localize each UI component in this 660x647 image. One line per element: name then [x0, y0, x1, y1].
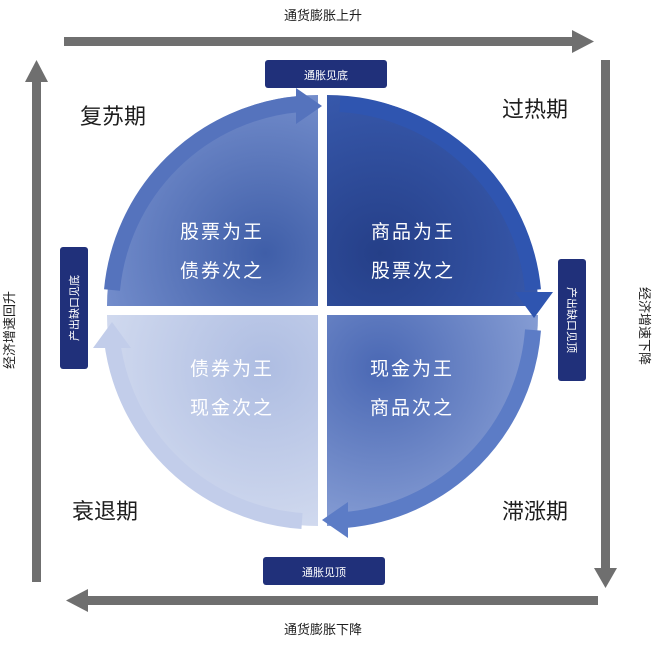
arrow-left-label: 经济增速回升 [3, 291, 18, 369]
badge-left-label: 产出缺口见底 [67, 275, 81, 341]
cycle-arrow-overheat-head [515, 292, 553, 318]
badge-top-label: 通胀见底 [304, 68, 348, 82]
badge-left: 产出缺口见底 [60, 247, 88, 369]
cycle-arrow-recovery [104, 96, 301, 291]
arrow-right-label: 经济增速下降 [636, 287, 651, 365]
cycle-arrow-overheat [339, 96, 541, 291]
cycle-arrow-recession-head [93, 322, 131, 348]
stagflation-line1: 现金为王 [370, 358, 454, 380]
phase-recovery: 复苏期 [80, 105, 146, 130]
overheat-line1: 商品为王 [371, 221, 455, 243]
quadrant-stagflation [327, 315, 538, 526]
axis-arrows [25, 30, 617, 612]
cycle-arrows [93, 88, 553, 538]
badge-bottom: 通胀见顶 [263, 557, 385, 585]
cycle-arrow-recession [104, 339, 303, 529]
arrow-right-head [594, 568, 617, 588]
badge-top: 通胀见底 [265, 60, 387, 88]
arrow-right-shaft [601, 60, 610, 570]
phase-stagflation: 滞涨期 [502, 500, 568, 525]
recession-line2: 现金次之 [190, 397, 274, 419]
clock-circle [107, 95, 538, 526]
phase-recession: 衰退期 [72, 500, 138, 525]
arrow-left-shaft [32, 80, 41, 582]
arrow-top-shaft [64, 37, 574, 46]
recovery-line2: 债券次之 [180, 260, 264, 282]
badge-bottom-label: 通胀见顶 [302, 566, 346, 579]
arrow-top-label: 通货膨胀上升 [284, 8, 362, 24]
overheat-line2: 股票次之 [371, 260, 455, 282]
cycle-arrow-stagflation [344, 329, 541, 528]
arrow-bottom-shaft [86, 596, 598, 605]
arrow-bottom-head [66, 589, 88, 612]
arrow-top-head [572, 30, 594, 53]
arrow-left-head [25, 60, 48, 82]
badge-right-label: 产出缺口见顶 [565, 287, 579, 353]
recession-line1: 债券为王 [190, 358, 274, 380]
quadrant-overheat [327, 95, 538, 306]
badge-right: 产出缺口见顶 [558, 259, 586, 381]
quadrant-recovery [107, 95, 318, 306]
cycle-arrow-stagflation-head [322, 502, 348, 538]
arrow-bottom-label: 通货膨胀下降 [284, 622, 362, 638]
recovery-line1: 股票为王 [180, 221, 264, 243]
cycle-arrow-recovery-head [296, 88, 322, 124]
stagflation-line2: 商品次之 [370, 397, 454, 419]
phase-overheat: 过热期 [502, 98, 568, 123]
quadrant-recession [107, 315, 318, 526]
